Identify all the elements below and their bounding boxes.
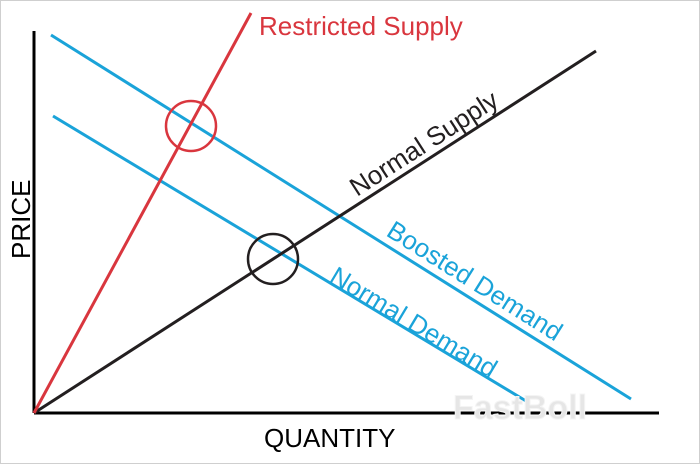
y-axis-label: PRICE (6, 180, 36, 259)
normal-supply-line (33, 49, 597, 415)
normal-demand-line (52, 114, 527, 403)
restricted-equilibrium-marker (164, 99, 218, 153)
watermark: FastBoll (453, 389, 587, 427)
restricted-supply-line (32, 12, 253, 414)
normal-equilibrium-marker (246, 232, 300, 286)
normal-supply-label: Normal Supply (344, 84, 504, 202)
x-axis-label: QUANTITY (264, 423, 395, 453)
restricted-supply-label: Restricted Supply (259, 11, 463, 41)
